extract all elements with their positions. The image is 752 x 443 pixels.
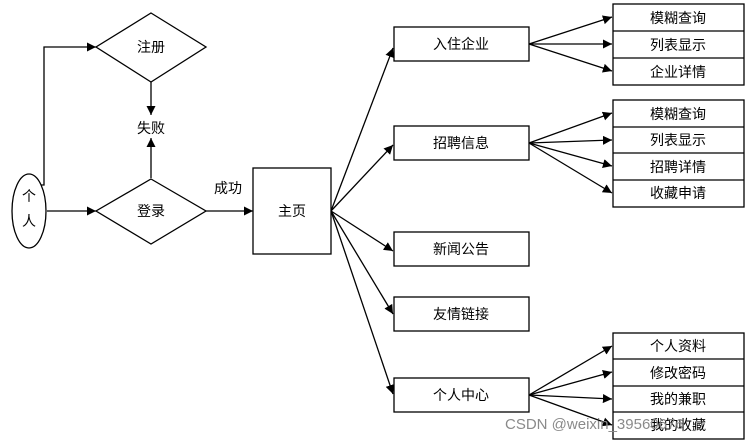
person-label-line1: 个 [22,189,36,205]
edge-home-enterprises [330,47,395,212]
watermark: CSDN @weixin_39560676 [505,416,684,433]
enterprises-node: 入住企业 [393,26,530,62]
edge-enterprises-child [528,43,613,73]
enterprise-child-label: 模糊查询 [650,11,706,27]
edge-enterprises-child [528,15,613,45]
news-node: 新闻公告 [393,231,530,267]
enterprise-children: 模糊查询 列表显示 企业详情 [612,3,745,86]
personal-child-label: 我的收藏 [650,418,706,434]
recruitment-child-label: 招聘详情 [650,160,706,176]
links-node: 友情链接 [393,296,530,332]
personal-child-label: 修改密码 [650,365,706,382]
personal-center-node: 个人中心 [393,377,530,413]
links-label: 友情链接 [433,306,489,323]
fail-label: 失败 [137,121,165,137]
news-label: 新闻公告 [433,242,489,258]
edge-person-register [29,42,96,186]
edge-recruitment-child [528,135,613,145]
person-node: 个 人 [11,173,47,249]
enterprises-label: 入住企业 [433,36,489,53]
recruitment-child-label: 收藏申请 [650,186,706,202]
edge-home-links [330,210,394,315]
recruitment-child-label: 列表显示 [650,133,706,149]
edge-home-recruitment [330,144,394,212]
edge-personal-child [528,394,613,404]
recruitment-node: 招聘信息 [393,125,530,161]
person-label-line2: 人 [22,214,36,230]
enterprise-child-label: 企业详情 [650,64,706,81]
edge-recruitment-child [528,111,613,144]
home-node: 主页 [252,167,332,255]
edge-home-news [330,210,394,252]
register-label: 注册 [137,40,165,56]
edge-home-personal [330,210,395,395]
login-node: 登录 [94,178,208,245]
connectors [29,15,613,427]
home-label: 主页 [278,204,306,220]
edge-personal-child [528,394,613,427]
login-label: 登录 [137,204,165,220]
personal-child-label: 个人资料 [650,339,706,355]
edge-recruitment-child [528,142,613,194]
recruitment-label: 招聘信息 [433,135,489,152]
edge-recruitment-child [528,142,613,168]
success-label: 成功 [214,181,242,197]
edge-personal-child [528,345,613,396]
personal-center-label: 个人中心 [433,388,489,404]
recruitment-child-label: 模糊查询 [650,107,706,123]
personal-child-label: 我的兼职 [650,392,706,408]
register-node: 注册 [94,12,208,83]
edge-personal-child [528,370,613,396]
recruitment-children: 模糊查询 列表显示 招聘详情 收藏申请 [612,99,745,208]
personal-children: 个人资料 修改密码 我的兼职 我的收藏 [612,332,745,440]
enterprise-child-label: 列表显示 [650,38,706,54]
